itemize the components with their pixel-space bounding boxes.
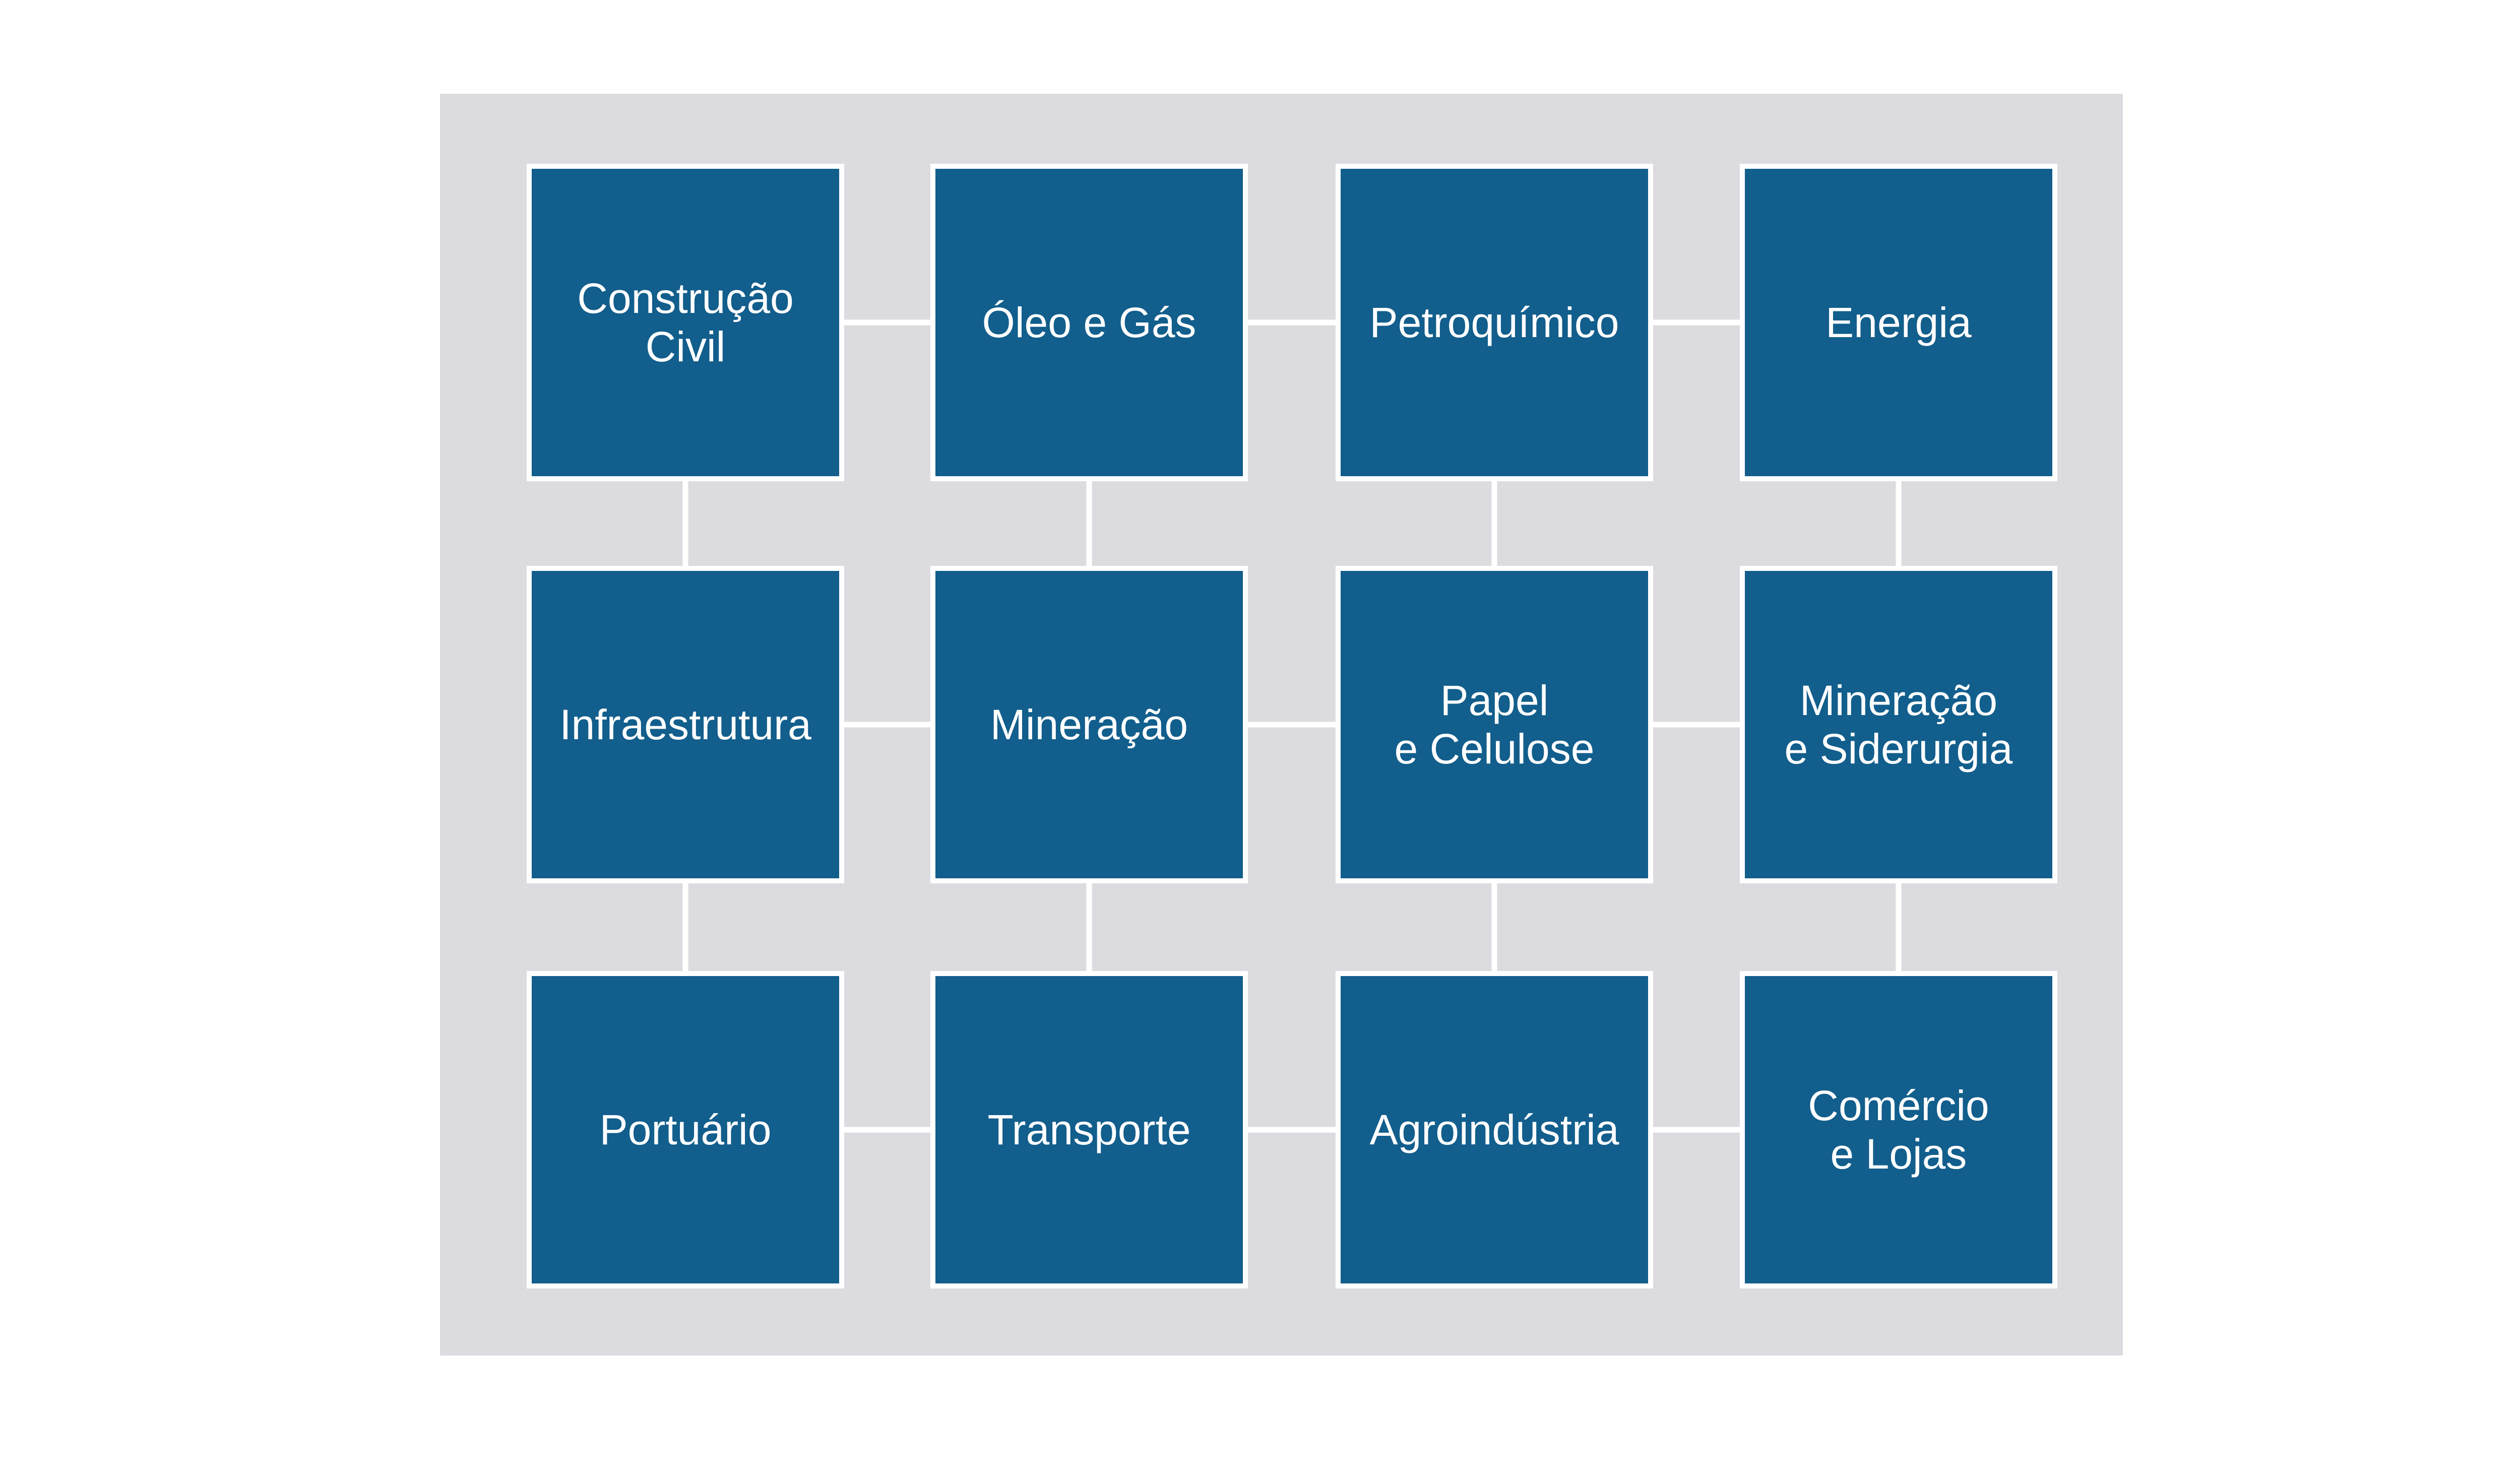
node-petroquimico: Petroquímico <box>1336 164 1653 481</box>
node-oleo-e-gas: Óleo e Gás <box>930 164 1248 481</box>
node-infraestrutura: Infraestrutura <box>527 566 844 883</box>
node-label-infraestrutura: Infraestrutura <box>559 701 811 748</box>
node-label-portuario: Portuário <box>599 1106 772 1153</box>
node-portuario: Portuário <box>527 971 844 1288</box>
node-comercio-e-lojas: Comércio e Lojas <box>1740 971 2057 1288</box>
node-label-mineracao-e-siderurgia: Mineração e Siderurgia <box>1784 677 2013 772</box>
node-construcao-civil: Construção Civil <box>527 164 844 481</box>
node-label-energia: Energia <box>1825 299 1972 346</box>
node-label-oleo-e-gas: Óleo e Gás <box>982 299 1196 346</box>
node-mineracao: Mineração <box>930 566 1248 883</box>
node-mineracao-e-siderurgia: Mineração e Siderurgia <box>1740 566 2057 883</box>
node-label-transporte: Transporte <box>987 1106 1191 1153</box>
node-label-petroquimico: Petroquímico <box>1369 299 1619 346</box>
node-transporte: Transporte <box>930 971 1248 1288</box>
node-label-construcao-civil: Construção Civil <box>577 275 794 370</box>
node-label-agroindustria: Agroindústria <box>1369 1106 1619 1153</box>
node-papel-e-celulose: Papel e Celulose <box>1336 566 1653 883</box>
node-label-papel-e-celulose: Papel e Celulose <box>1394 677 1595 772</box>
node-agroindustria: Agroindústria <box>1336 971 1653 1288</box>
node-label-comercio-e-lojas: Comércio e Lojas <box>1808 1082 1989 1178</box>
node-energia: Energia <box>1740 164 2057 481</box>
node-label-mineracao: Mineração <box>990 701 1188 748</box>
